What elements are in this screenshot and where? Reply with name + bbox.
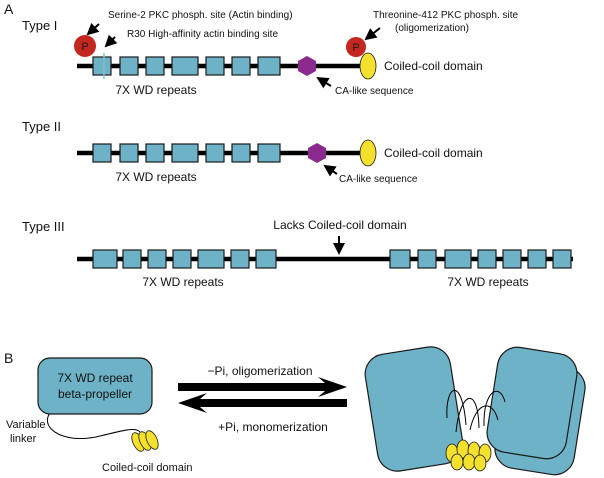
- r30-arrow: [104, 34, 118, 48]
- type1-title: Type I: [22, 18, 57, 33]
- propeller-label-line2: beta-propeller: [58, 387, 132, 401]
- type3-row: Type III Lacks Coiled-coil domain 7X WD …: [22, 218, 573, 289]
- coiled-coil-ellipse: [359, 139, 377, 167]
- phospho-serine-letter: P: [81, 41, 88, 53]
- phospho-threonine-letter: P: [352, 42, 359, 54]
- phospho-serine-circle: [74, 35, 96, 57]
- type2-coiled-coil-label: Coiled-coil domain: [384, 146, 483, 160]
- monomer-coiled-coil-label: Coiled-coil domain: [102, 462, 193, 474]
- propeller-rounded-rect: [364, 346, 464, 472]
- type3-wd-label-left: 7X WD repeats: [142, 275, 223, 289]
- wd-repeat-block: [255, 249, 277, 269]
- wd-repeat-block: [147, 249, 167, 269]
- type1-ca-arrow: [316, 76, 332, 89]
- reverse-arrow: [178, 393, 347, 413]
- wd-repeat-block: [145, 143, 165, 163]
- monomer-schematic: 7X WD repeat beta-propeller Variable lin…: [6, 357, 193, 474]
- type1-wd-label: 7X WD repeats: [115, 83, 196, 97]
- wd-repeat-block: [122, 249, 142, 269]
- beta-propeller-box: [37, 357, 153, 415]
- wd-repeat-block: [197, 249, 225, 269]
- ca-like-hexagon: [308, 143, 326, 163]
- wd-repeat-block: [119, 143, 139, 163]
- oligomer-linker-curve: [469, 405, 499, 431]
- wd-repeat-block: [552, 249, 572, 269]
- type3-title: Type III: [22, 219, 65, 234]
- phospho-threonine-circle: [346, 37, 366, 57]
- type2-wd-label: 7X WD repeats: [115, 170, 196, 184]
- type3-lacks-label: Lacks Coiled-coil domain: [273, 218, 406, 232]
- wd-repeat-block: [92, 56, 112, 76]
- type1-wd-repeats: [92, 56, 281, 76]
- oligomer-linker-curve: [446, 390, 467, 426]
- wd-repeat-block: [171, 143, 199, 163]
- wd-repeat-block: [257, 143, 281, 163]
- linker-label-line1: Variable: [6, 419, 46, 431]
- wd-repeat-block: [205, 56, 225, 76]
- wd-repeat-block: [171, 56, 199, 76]
- wd-repeat-block: [231, 56, 251, 76]
- type3-wd-label-right: 7X WD repeats: [447, 275, 528, 289]
- linker-label-line2: linker: [10, 433, 37, 445]
- wd-repeat-block: [527, 249, 547, 269]
- wd-repeat-block: [145, 56, 165, 76]
- type2-ca-label: CA-like sequence: [339, 174, 418, 185]
- coiled-coil-ellipse: [473, 454, 487, 472]
- wd-repeat-block: [92, 249, 118, 269]
- panel-b-label: B: [4, 350, 13, 366]
- wd-repeat-block: [502, 249, 522, 269]
- type2-title: Type II: [22, 119, 61, 134]
- type2-wd-repeats: [92, 143, 281, 163]
- coiled-coil-ellipse: [359, 52, 377, 80]
- wd-repeat-block: [231, 143, 251, 163]
- wd-repeat-block: [444, 249, 472, 269]
- forward-reaction-label: −Pi, oligomerization: [207, 364, 312, 378]
- threonine-label-line1: Threonine-412 PKC phosph. site: [373, 10, 519, 21]
- type2-row: Type II Coiled-coil domain 7X WD repeats…: [22, 119, 483, 185]
- type1-coiled-coil-label: Coiled-coil domain: [384, 59, 483, 73]
- wd-repeat-block: [172, 249, 192, 269]
- wd-repeat-block: [389, 249, 411, 269]
- wd-repeat-block: [230, 249, 250, 269]
- coiled-coil-bundle: [131, 430, 159, 452]
- serine-arrow: [86, 22, 100, 36]
- type2-ca-arrow: [323, 164, 338, 177]
- wd-repeat-block: [257, 56, 281, 76]
- r30-label: R30 High-affinity actin binding site: [127, 29, 278, 40]
- oligomer-linker-curve: [483, 390, 506, 427]
- reverse-reaction-label: +Pi, monomerization: [218, 420, 328, 434]
- wd-repeat-block: [205, 143, 225, 163]
- variable-linker-curve: [47, 402, 141, 439]
- propeller-label-line1: 7X WD repeat: [57, 371, 133, 385]
- type3-wd-repeats-right: [389, 249, 572, 269]
- equilibrium-arrows: −Pi, oligomerization +Pi, monomerization: [178, 364, 347, 434]
- oligomer-linker-curve: [455, 397, 480, 433]
- type1-ca-label: CA-like sequence: [335, 86, 414, 97]
- panel-a-label: A: [4, 1, 14, 17]
- coiled-coil-ellipse: [145, 430, 159, 450]
- coiled-coil-ellipse: [450, 453, 464, 471]
- threonine-label-line2: (oligomerization): [395, 23, 469, 34]
- wd-repeat-block: [477, 249, 497, 269]
- serine-label: Serine-2 PKC phosph. site (Actin binding…: [108, 10, 293, 21]
- type3-wd-repeats-left: [92, 249, 277, 269]
- wd-repeat-block: [92, 143, 112, 163]
- wd-repeat-block: [417, 249, 437, 269]
- propeller-rounded-rect: [486, 346, 578, 460]
- oligomer-coiled-coil-bundle: [445, 439, 492, 472]
- type1-row: Type I P P Serine-2 PKC phosph. site (Ac…: [22, 10, 519, 97]
- wd-repeat-block: [119, 56, 139, 76]
- threonine-arrow: [364, 27, 381, 41]
- ca-like-hexagon: [298, 56, 316, 76]
- coiled-coil-ellipse: [462, 453, 476, 471]
- forward-arrow: [178, 377, 347, 397]
- oligomer-schematic: [364, 346, 586, 476]
